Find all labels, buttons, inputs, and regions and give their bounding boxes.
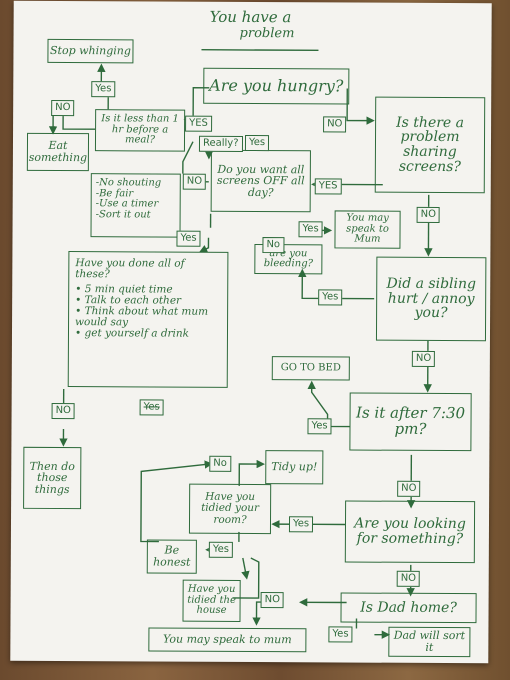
no-tag-done: NO [51, 402, 75, 420]
have-you-tidied-house-box: Have you tidied the house [182, 579, 241, 622]
is-there-a-problem-box: Is there a problem sharing screens? [374, 96, 486, 194]
yes-tag-looking: Yes [288, 516, 314, 533]
flowchart-connectors [48, 49, 433, 639]
no-tag-less: NO [51, 99, 75, 117]
yes-tag-room: Yes [208, 541, 234, 558]
no-tag-after: NO [397, 480, 421, 497]
yes-tag-hungry: YES [185, 115, 212, 132]
chart-title-line-1: You have a [209, 7, 292, 27]
do-you-want-screens-off-box: Do you want all screens OFF all day? [210, 149, 311, 213]
stop-whinging-box: Stop whinging [47, 38, 134, 64]
yes-tag-bleeding: Yes [298, 221, 323, 238]
is-dad-home-box: Is Dad home? [340, 592, 477, 624]
chart-title-line-2: problem [239, 25, 295, 42]
yes-tag-stop: Yes [91, 81, 116, 98]
are-you-looking-box: Are you looking for something? [344, 500, 476, 564]
dad-will-sort-it-box: Dad will sort it [388, 626, 471, 658]
done-items-list: • 5 min quiet time • Talk to each other … [74, 283, 221, 340]
yes-tag-screens: Yes [176, 230, 201, 247]
no-tag-problem: NO [416, 206, 441, 223]
yes-tag-done-crossed: Yes [139, 399, 164, 416]
are-you-hungry-box: Are you hungry? [203, 67, 350, 105]
is-it-after-730-box: Is it after 7:30 pm? [349, 392, 472, 452]
eat-something-box: Eat something [26, 132, 90, 172]
yes-tag-problem: YES [314, 178, 342, 195]
no-tag-hungry: NO [323, 116, 347, 133]
yes-tag-really: Yes [244, 134, 270, 152]
tips-list: -No shouting -Be fair -Use a timer -Sort… [95, 177, 162, 220]
no-tag-sibling: NO [411, 350, 436, 367]
go-to-bed-box: GO TO BED [271, 356, 350, 381]
yes-tag-after: Yes [307, 418, 332, 435]
tidy-up-box: Tidy up! [265, 450, 324, 485]
flowchart-paper-sheet: You have a problem Stop whinging Is it l… [10, 0, 492, 664]
no-tag-bleeding: No [262, 237, 285, 254]
have-you-done-all-box: Have you done all of these? • 5 min quie… [67, 251, 229, 388]
tip-item: -Sort it out [95, 208, 151, 220]
no-tag-looking: NO [396, 570, 421, 587]
done-item: • get yourself a drink [74, 327, 190, 340]
have-you-done-question: Have you done all of these? [75, 257, 185, 281]
no-tag-tidy: No [209, 455, 231, 472]
did-a-sibling-hurt-box: Did a sibling hurt / annoy you? [375, 256, 487, 342]
yes-tag-sibling: Yes [318, 289, 343, 306]
tips-box: -No shouting -Be fair -Use a timer -Sort… [90, 173, 181, 238]
you-may-speak-to-mum-bottom-box: You may speak to mum [148, 627, 307, 653]
you-may-speak-to-mum-small-box: You may speak to Mum [334, 210, 401, 249]
done-item: • Think about what mum would say [75, 305, 209, 329]
yes-tag-dad: Yes [328, 626, 353, 643]
no-tag-screens: NO [182, 173, 207, 190]
is-it-less-than-1hr-box: Is it less than 1 hr before a meal? [94, 109, 186, 152]
no-tag-dad: NO [260, 592, 284, 609]
then-do-those-things-box: Then do those things [23, 446, 82, 510]
have-you-tidied-room-box: Have you tidied your room? [188, 483, 272, 535]
be-honest-box: Be honest [146, 539, 197, 574]
really-tag: Really? [198, 135, 243, 152]
